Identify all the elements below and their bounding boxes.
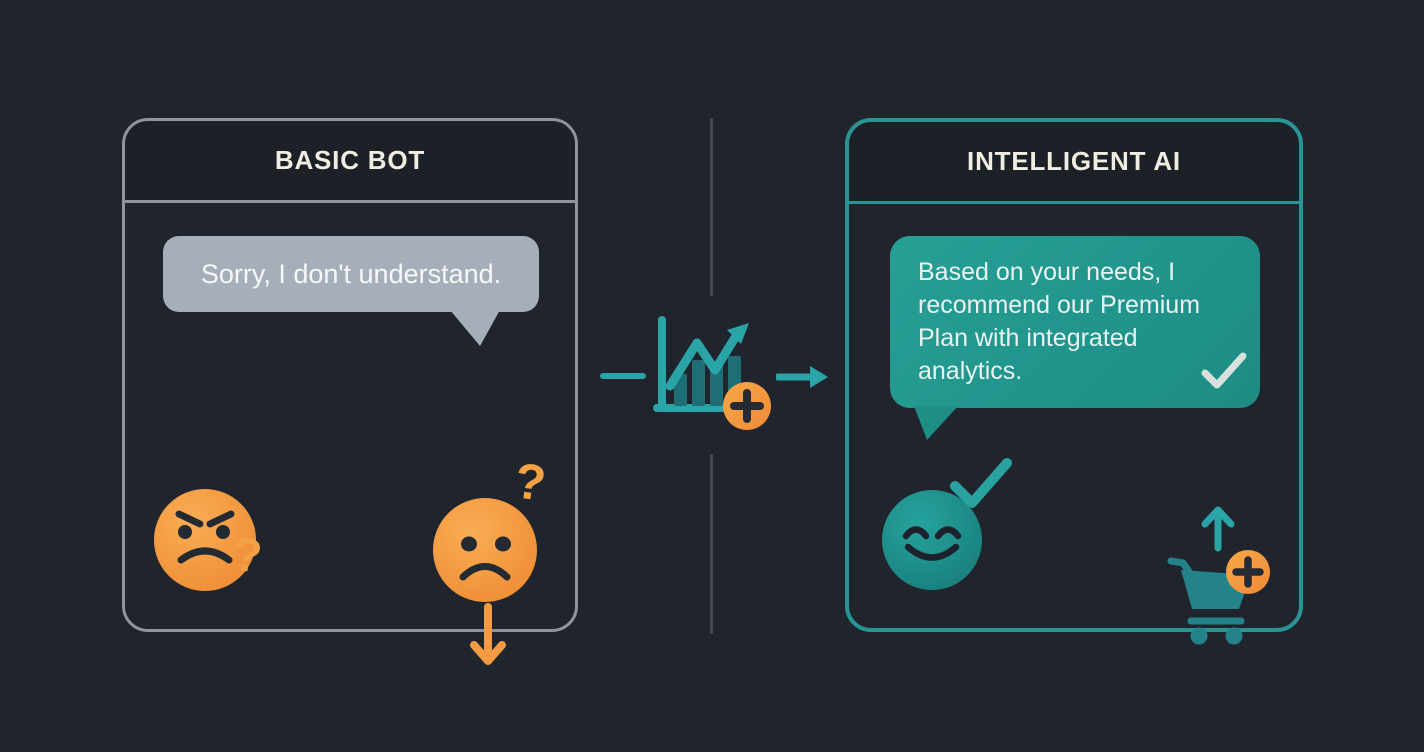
vertical-divider-bottom [710, 454, 713, 634]
plus-badge-icon [1226, 550, 1270, 594]
angry-face-icon [154, 489, 256, 591]
happy-face-icon [882, 490, 982, 590]
basic-bot-body: Sorry, I don't understand. ? [125, 203, 575, 665]
intelligent-ai-header: INTELLIGENT AI [849, 122, 1299, 204]
intelligent-ai-body: Based on your needs, I recommend our Pre… [849, 204, 1299, 645]
up-arrow-icon [1201, 506, 1235, 552]
intelligent-ai-title: INTELLIGENT AI [967, 146, 1181, 176]
checkmark-icon [950, 458, 1012, 508]
bubble-tail [914, 406, 958, 440]
basic-bot-panel: BASIC BOT Sorry, I don't understand. [122, 118, 578, 665]
intelligent-ai-panel: INTELLIGENT AI Based on your needs, I re… [845, 118, 1303, 645]
question-mark-icon: ? [511, 452, 550, 512]
bubble-tail [450, 310, 500, 346]
bot-message-text: Sorry, I don't understand. [200, 258, 502, 289]
bubble-checkmark-icon [1201, 352, 1247, 389]
right-arrow-icon [776, 366, 828, 388]
dash-icon [600, 373, 646, 379]
basic-bot-title: BASIC BOT [274, 145, 426, 175]
plus-badge-icon [723, 382, 771, 430]
vertical-divider-top [710, 118, 713, 296]
cart-icon [1167, 550, 1270, 645]
growth-chart-icon [653, 316, 771, 430]
basic-bot-header: BASIC BOT [125, 121, 575, 203]
down-arrow-icon [470, 603, 506, 665]
bot-message-bubble: Sorry, I don't understand. [163, 236, 539, 346]
ai-message-bubble: Based on your needs, I recommend our Pre… [890, 236, 1260, 440]
ai-message-text: Based on your needs, I recommend our Pre… [918, 258, 1201, 385]
confused-face-icon [433, 498, 537, 602]
